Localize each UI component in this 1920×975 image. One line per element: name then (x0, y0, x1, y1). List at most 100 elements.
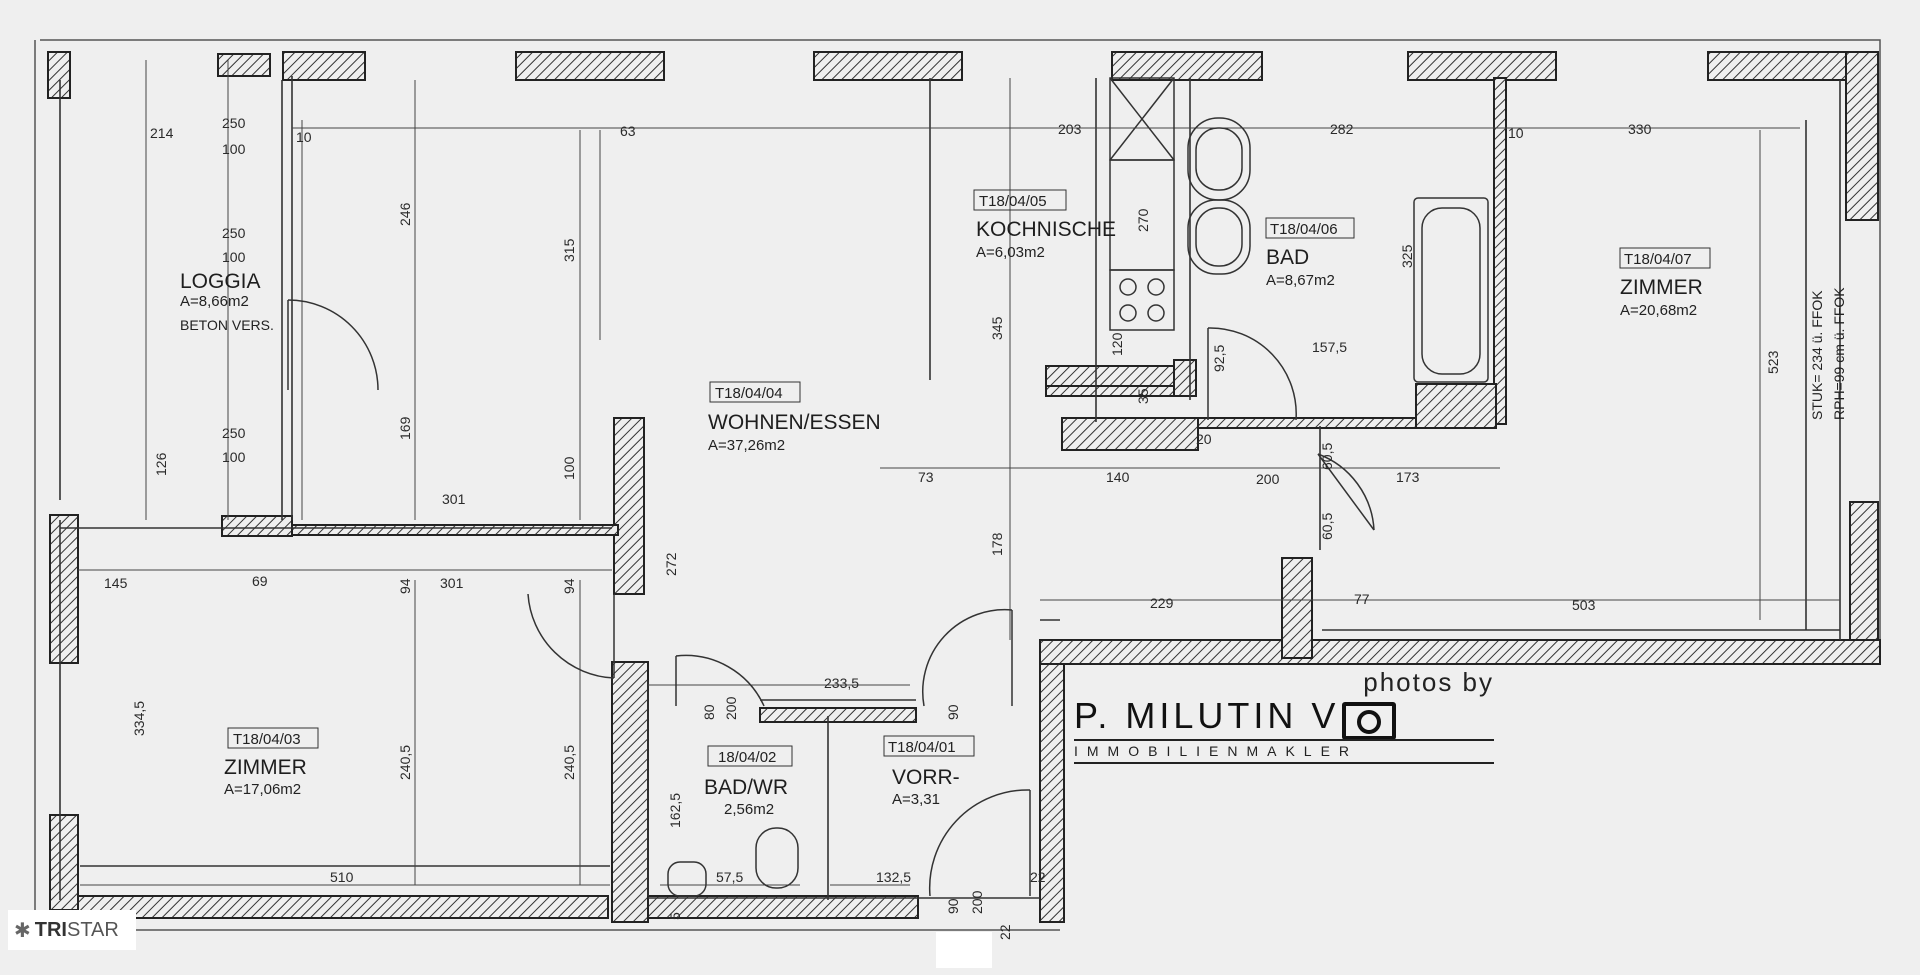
dim-label: 132,5 (876, 869, 911, 885)
dim-label: 330 (1628, 121, 1652, 137)
dim-label: 94 (397, 578, 413, 594)
dim-label: 63 (620, 123, 636, 139)
room-name: WOHNEN/ESSEN (708, 411, 881, 434)
dim-label: 200 (969, 890, 985, 914)
star-icon: ✱ (14, 919, 31, 942)
dim-label: 240,5 (561, 745, 577, 780)
room-id: T18/04/03 (233, 731, 301, 748)
dim-label: 100 (222, 249, 246, 265)
dim-label: 77 (1354, 591, 1370, 607)
dim-label: 200 (1256, 471, 1280, 487)
door-swings (287, 299, 1375, 897)
dim-label: 315 (561, 238, 577, 262)
dim-label: 203 (1058, 121, 1082, 137)
dim-label: 5 (667, 912, 683, 920)
watermark-photos-by: photos by (1363, 667, 1494, 697)
watermark-name: P. MILUTIN VIC (1074, 695, 1384, 736)
loggia-name: LOGGIA (180, 270, 261, 293)
room-id: T18/04/04 (715, 385, 783, 402)
dim-label: 272 (663, 552, 679, 576)
watermark-rule-bottom (1074, 762, 1494, 764)
dim-label: 246 (397, 202, 413, 226)
room-area: A=17,06m2 (224, 781, 301, 798)
room-area: A=20,68m2 (1620, 302, 1697, 319)
outer-frame (34, 39, 1881, 931)
dim-label: 100 (222, 141, 246, 157)
room-area: A=3,31 (892, 791, 940, 808)
dim-label: 282 (1330, 121, 1354, 137)
room-id: T18/04/07 (1624, 251, 1692, 268)
dim-label: 60,5 (1319, 513, 1335, 540)
tristar-logo: ✱ TRISTAR (8, 910, 136, 950)
brand-light: STAR (66, 918, 119, 941)
dim-label: 80 (701, 704, 717, 720)
dim-label: 22 (997, 924, 1013, 940)
interior-lines (59, 76, 1841, 900)
room-area: A=8,67m2 (1266, 272, 1335, 289)
room-name: BAD/WR (704, 776, 788, 799)
dim-label: 100 (222, 449, 246, 465)
dim-label: 35 (1135, 388, 1151, 404)
dimension-labels: 214 250 100 10 250 100 250 100 63 203 28… (104, 115, 1652, 885)
watermark-subtitle: IMMOBILIENMAKLER (1074, 743, 1359, 759)
room-id: T18/04/01 (888, 739, 956, 756)
photographer-watermark: photos by P. MILUTIN VIC IMMOBILIENMAKLE… (1074, 667, 1494, 764)
dim-label: 69 (252, 573, 268, 589)
dim-label: 523 (1765, 350, 1781, 374)
dim-label: 233,5 (824, 675, 859, 691)
dim-label: 94 (561, 578, 577, 594)
loggia-area: A=8,66m2 (180, 293, 249, 310)
dim-label: 20 (1196, 431, 1212, 447)
dim-label: 178 (989, 532, 1005, 556)
watermark-rule (1074, 739, 1494, 741)
room-name: BAD (1266, 246, 1309, 269)
room-area: A=6,03m2 (976, 244, 1045, 261)
dim-label: 229 (1150, 595, 1174, 611)
dim-label: 92,5 (1211, 345, 1227, 372)
dim-label: 57,5 (716, 869, 743, 885)
loggia-note: BETON VERS. (180, 317, 274, 333)
dim-label: 140 (1106, 469, 1130, 485)
dim-label: 22 (1030, 869, 1046, 885)
dim-label: 100 (561, 456, 577, 480)
dim-label: 90 (945, 898, 961, 914)
dim-label: 214 (150, 125, 174, 141)
dim-label: 510 (330, 869, 354, 885)
camera-icon (1342, 702, 1396, 740)
dim-label: 169 (397, 416, 413, 440)
fixtures (667, 77, 1489, 897)
dimension-lines (78, 60, 1840, 886)
dim-label: 270 (1135, 208, 1151, 232)
tristar-wordmark: TRISTAR (35, 919, 119, 942)
dim-label: 250 (222, 225, 246, 241)
dimension-labels-vertical: 246 315 169 126 100 345 270 92,5 325 523… (131, 202, 1781, 940)
room-id: T18/04/06 (1270, 221, 1338, 238)
dim-label: 250 (222, 115, 246, 131)
room-area: 2,56m2 (724, 801, 774, 818)
brand-bold: TRI (34, 918, 67, 941)
side-notes: STUK= 234 ü. FFOK RPH=99 cm ü. FFOK (1809, 287, 1847, 420)
room-id: T18/04/05 (979, 193, 1047, 210)
dim-label: 301 (442, 491, 466, 507)
room-name: KOCHNISCHE (976, 218, 1116, 241)
dim-label: 301 (440, 575, 464, 591)
dim-label: 503 (1572, 597, 1596, 613)
room-labels: T18/04/03 ZIMMER A=17,06m2 T18/04/04 WOH… (180, 189, 1711, 818)
dim-label: 334,5 (131, 701, 147, 736)
room-area: A=37,26m2 (708, 437, 785, 454)
room-name: VORR- (892, 766, 960, 789)
room-id: 18/04/02 (718, 749, 776, 766)
room-name: ZIMMER (1620, 276, 1703, 299)
dim-label: 10 (296, 129, 312, 145)
note-rph: RPH=99 cm ü. FFOK (1831, 287, 1847, 420)
dim-label: 250 (222, 425, 246, 441)
dim-label: 162,5 (667, 793, 683, 828)
dim-label: 73 (918, 469, 934, 485)
dim-label: 120 (1109, 332, 1125, 356)
dim-label: 157,5 (1312, 339, 1347, 355)
dim-label: 10 (1508, 125, 1524, 141)
dim-label: 126 (153, 452, 169, 476)
room-name: ZIMMER (224, 756, 307, 779)
